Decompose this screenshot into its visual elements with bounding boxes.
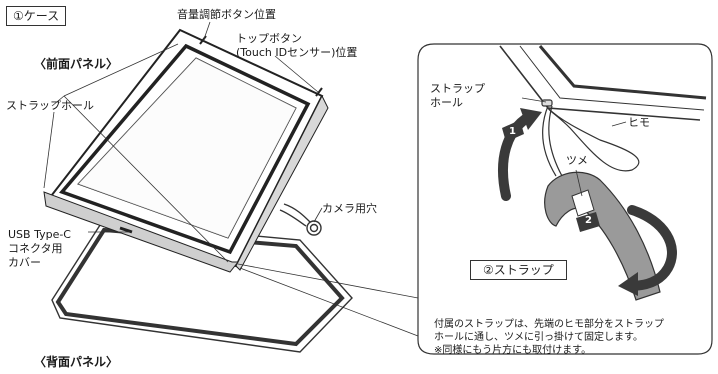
- back-panel-drawing: [51, 221, 353, 353]
- top-button-label-line2: (Touch IDセンサー)位置: [236, 46, 358, 59]
- front-panel-label: 〈前面パネル〉: [34, 57, 119, 71]
- top-button-label-line1: トップボタン: [236, 32, 302, 45]
- front-panel-drawing: [43, 28, 329, 273]
- camera-cover-drawing: [279, 203, 322, 236]
- instruction-line: 付属のストラップは、先端のヒモ部分をストラップ: [434, 319, 664, 330]
- step-badges: [502, 120, 600, 232]
- instruction-line: ※同様にもう片方にも取付けます。: [434, 345, 592, 356]
- volume-button-label: 音量調節ボタン位置: [177, 8, 276, 21]
- camera-hole-label: カメラ用穴: [322, 202, 377, 215]
- detail-strap-hole-line1: ストラップ: [430, 82, 485, 95]
- back-panel-label: 〈背面パネル〉: [34, 355, 119, 369]
- step-2-badge: 2: [585, 215, 592, 226]
- usb-cover-label-line3: カバー: [8, 256, 41, 269]
- usb-cover-label-line1: USB Type-C: [8, 228, 71, 241]
- instructions-text: 付属のストラップは、先端のヒモ部分をストラップ ホールに通し、ツメに引っ掛けて固…: [434, 318, 712, 357]
- string-label: ヒモ: [628, 116, 650, 129]
- usb-cover-label-line2: コネクタ用: [8, 242, 63, 255]
- strap-hole-label: ストラップホール: [6, 99, 94, 112]
- step-1-badge: 1: [509, 126, 516, 137]
- detail-drawing: [498, 45, 707, 301]
- tab-label: ツメ: [566, 154, 588, 167]
- leader-lines: [43, 21, 419, 337]
- section-label-case: ①ケース: [6, 6, 67, 26]
- detail-strap-hole-line2: ホール: [430, 96, 463, 109]
- section-label-strap: ②ストラップ: [470, 260, 567, 280]
- instruction-line: ホールに通し、ツメに引っ掛けて固定します。: [434, 332, 643, 343]
